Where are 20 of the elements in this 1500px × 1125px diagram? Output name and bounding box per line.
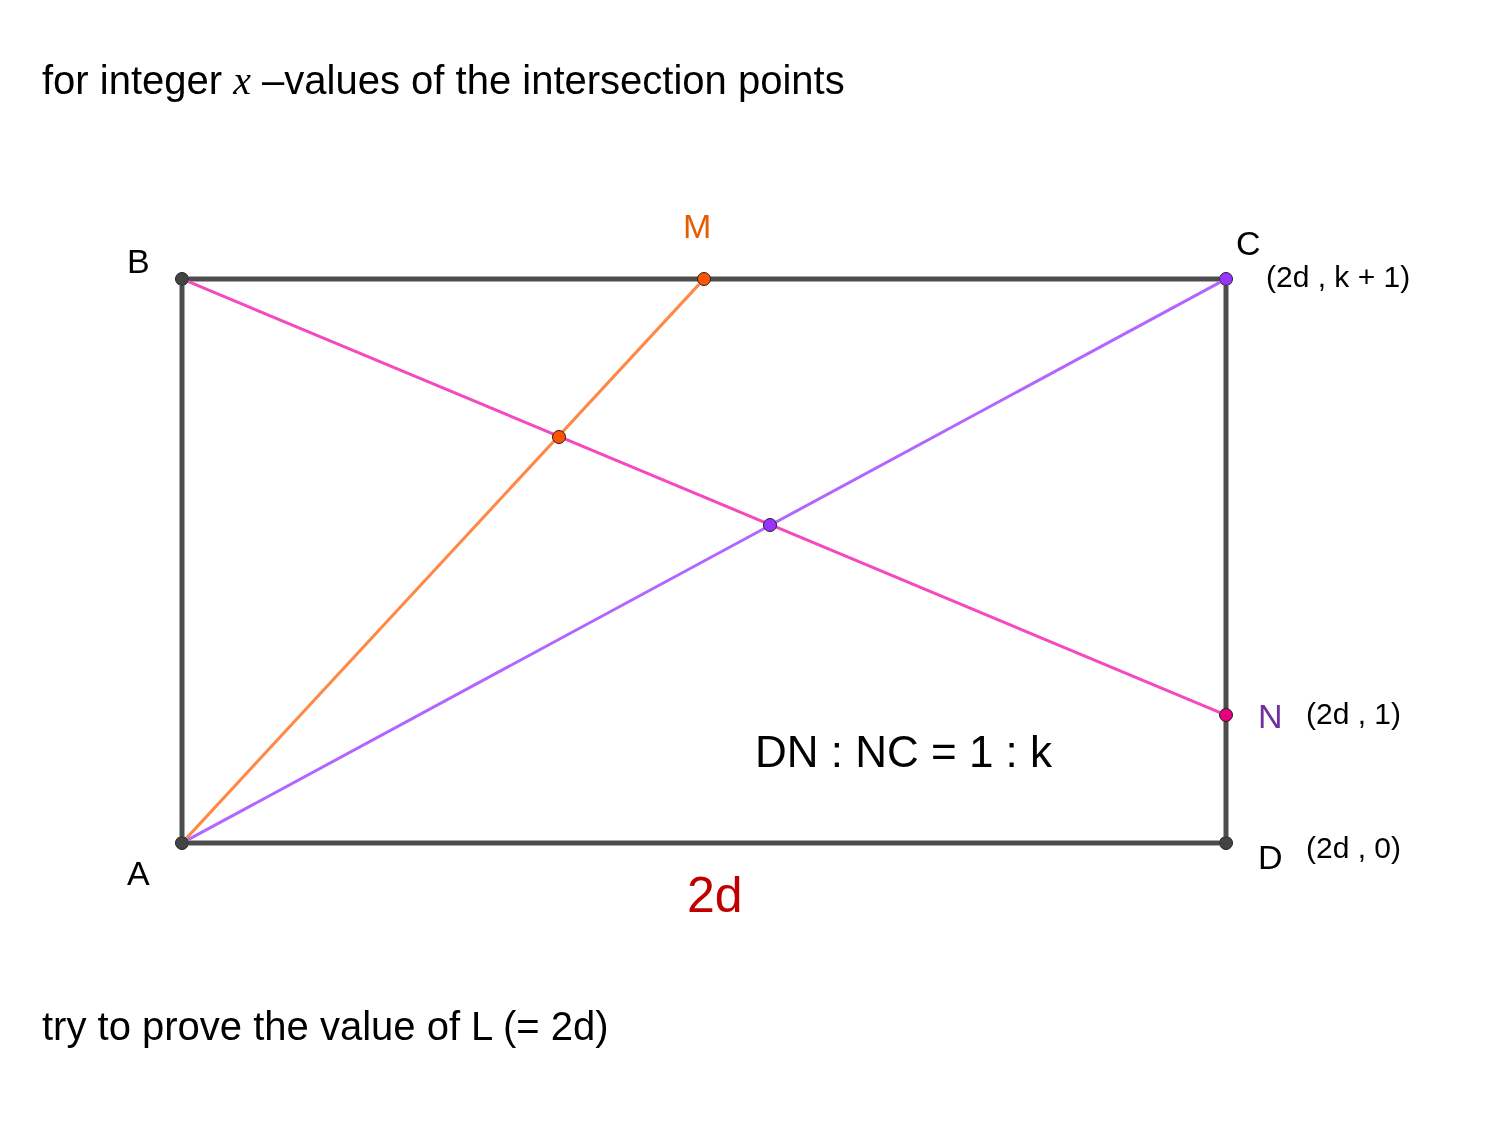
- coordinate-label: (2d , 0): [1306, 833, 1402, 863]
- point-label: M: [683, 209, 712, 243]
- point-label: D: [1258, 840, 1283, 874]
- coordinate-label: (2d , k + 1): [1266, 262, 1411, 292]
- point-label: C: [1236, 226, 1261, 260]
- point-label: B: [127, 244, 150, 278]
- point-label: N: [1258, 699, 1283, 733]
- caption: try to prove the value of L (= 2d): [42, 1006, 609, 1046]
- length-label: 2d: [687, 870, 743, 920]
- line-segment: [185, 283, 701, 839]
- coordinate-label: (2d , 1): [1306, 699, 1402, 729]
- ratio-text: DN : NC = 1 : k: [755, 730, 1053, 774]
- line-segment: [187, 280, 1221, 714]
- line-segment: [189, 276, 1219, 282]
- line-segment: [187, 281, 1221, 841]
- line-segment: [179, 286, 185, 836]
- line-segment: [189, 840, 1219, 846]
- title: for integer x –values of the intersection points: [42, 60, 845, 101]
- line-segment: [1223, 286, 1229, 836]
- point-label: A: [127, 856, 150, 890]
